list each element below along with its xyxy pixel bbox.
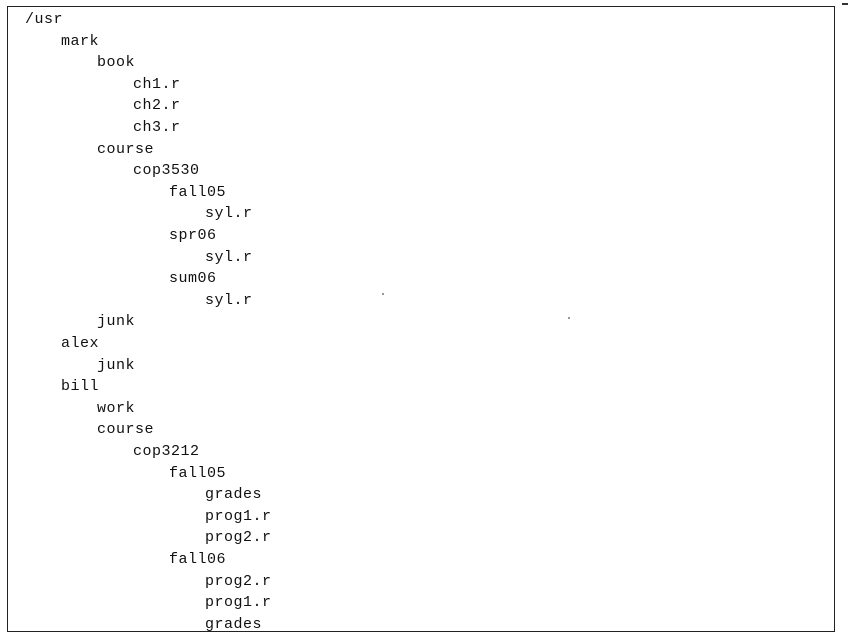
directory-listing-frame: /usr mark book ch1.r ch2.r ch3.r course cop3530…	[7, 6, 835, 633]
tree-entry: course	[97, 140, 155, 158]
tree-entry: fall05	[169, 183, 227, 201]
tree-entry: prog2.r	[205, 529, 272, 547]
tree-entry: sum06	[169, 270, 217, 288]
tree-entry: work	[97, 399, 136, 417]
tree-entry: mark	[61, 32, 100, 50]
tree-entry: alex	[61, 335, 100, 352]
tree-entry: syl.r	[205, 291, 253, 309]
tree-entry: course	[97, 421, 155, 439]
tree-entry: book	[97, 54, 136, 72]
scan-speck	[568, 317, 570, 319]
tree-entry: ch2.r	[133, 97, 181, 115]
tree-entry: bill	[61, 378, 100, 396]
tree-entry: prog1.r	[205, 594, 272, 612]
tree-entry: cop3530	[133, 162, 200, 180]
tree-entry: syl.r	[205, 205, 253, 223]
corner-mark	[842, 3, 848, 5]
tree-entry: grades	[205, 615, 263, 633]
tree-entry: ch3.r	[133, 119, 181, 136]
tree-entry: grades	[205, 486, 263, 504]
scan-speck	[382, 293, 384, 295]
tree-entry: prog2.r	[205, 572, 272, 590]
tree-entry: cop3212	[133, 443, 200, 460]
tree-entry: fall05	[169, 464, 227, 482]
tree-entry: /usr	[25, 11, 64, 28]
tree-entry: junk	[97, 356, 136, 374]
tree-entry: prog1.r	[205, 507, 272, 525]
tree-entry: junk	[97, 313, 136, 331]
tree-entry: syl.r	[205, 248, 253, 266]
tree-entry: ch1.r	[133, 75, 181, 93]
tree-entry: fall06	[169, 551, 227, 568]
tree-entry: spr06	[169, 227, 217, 244]
